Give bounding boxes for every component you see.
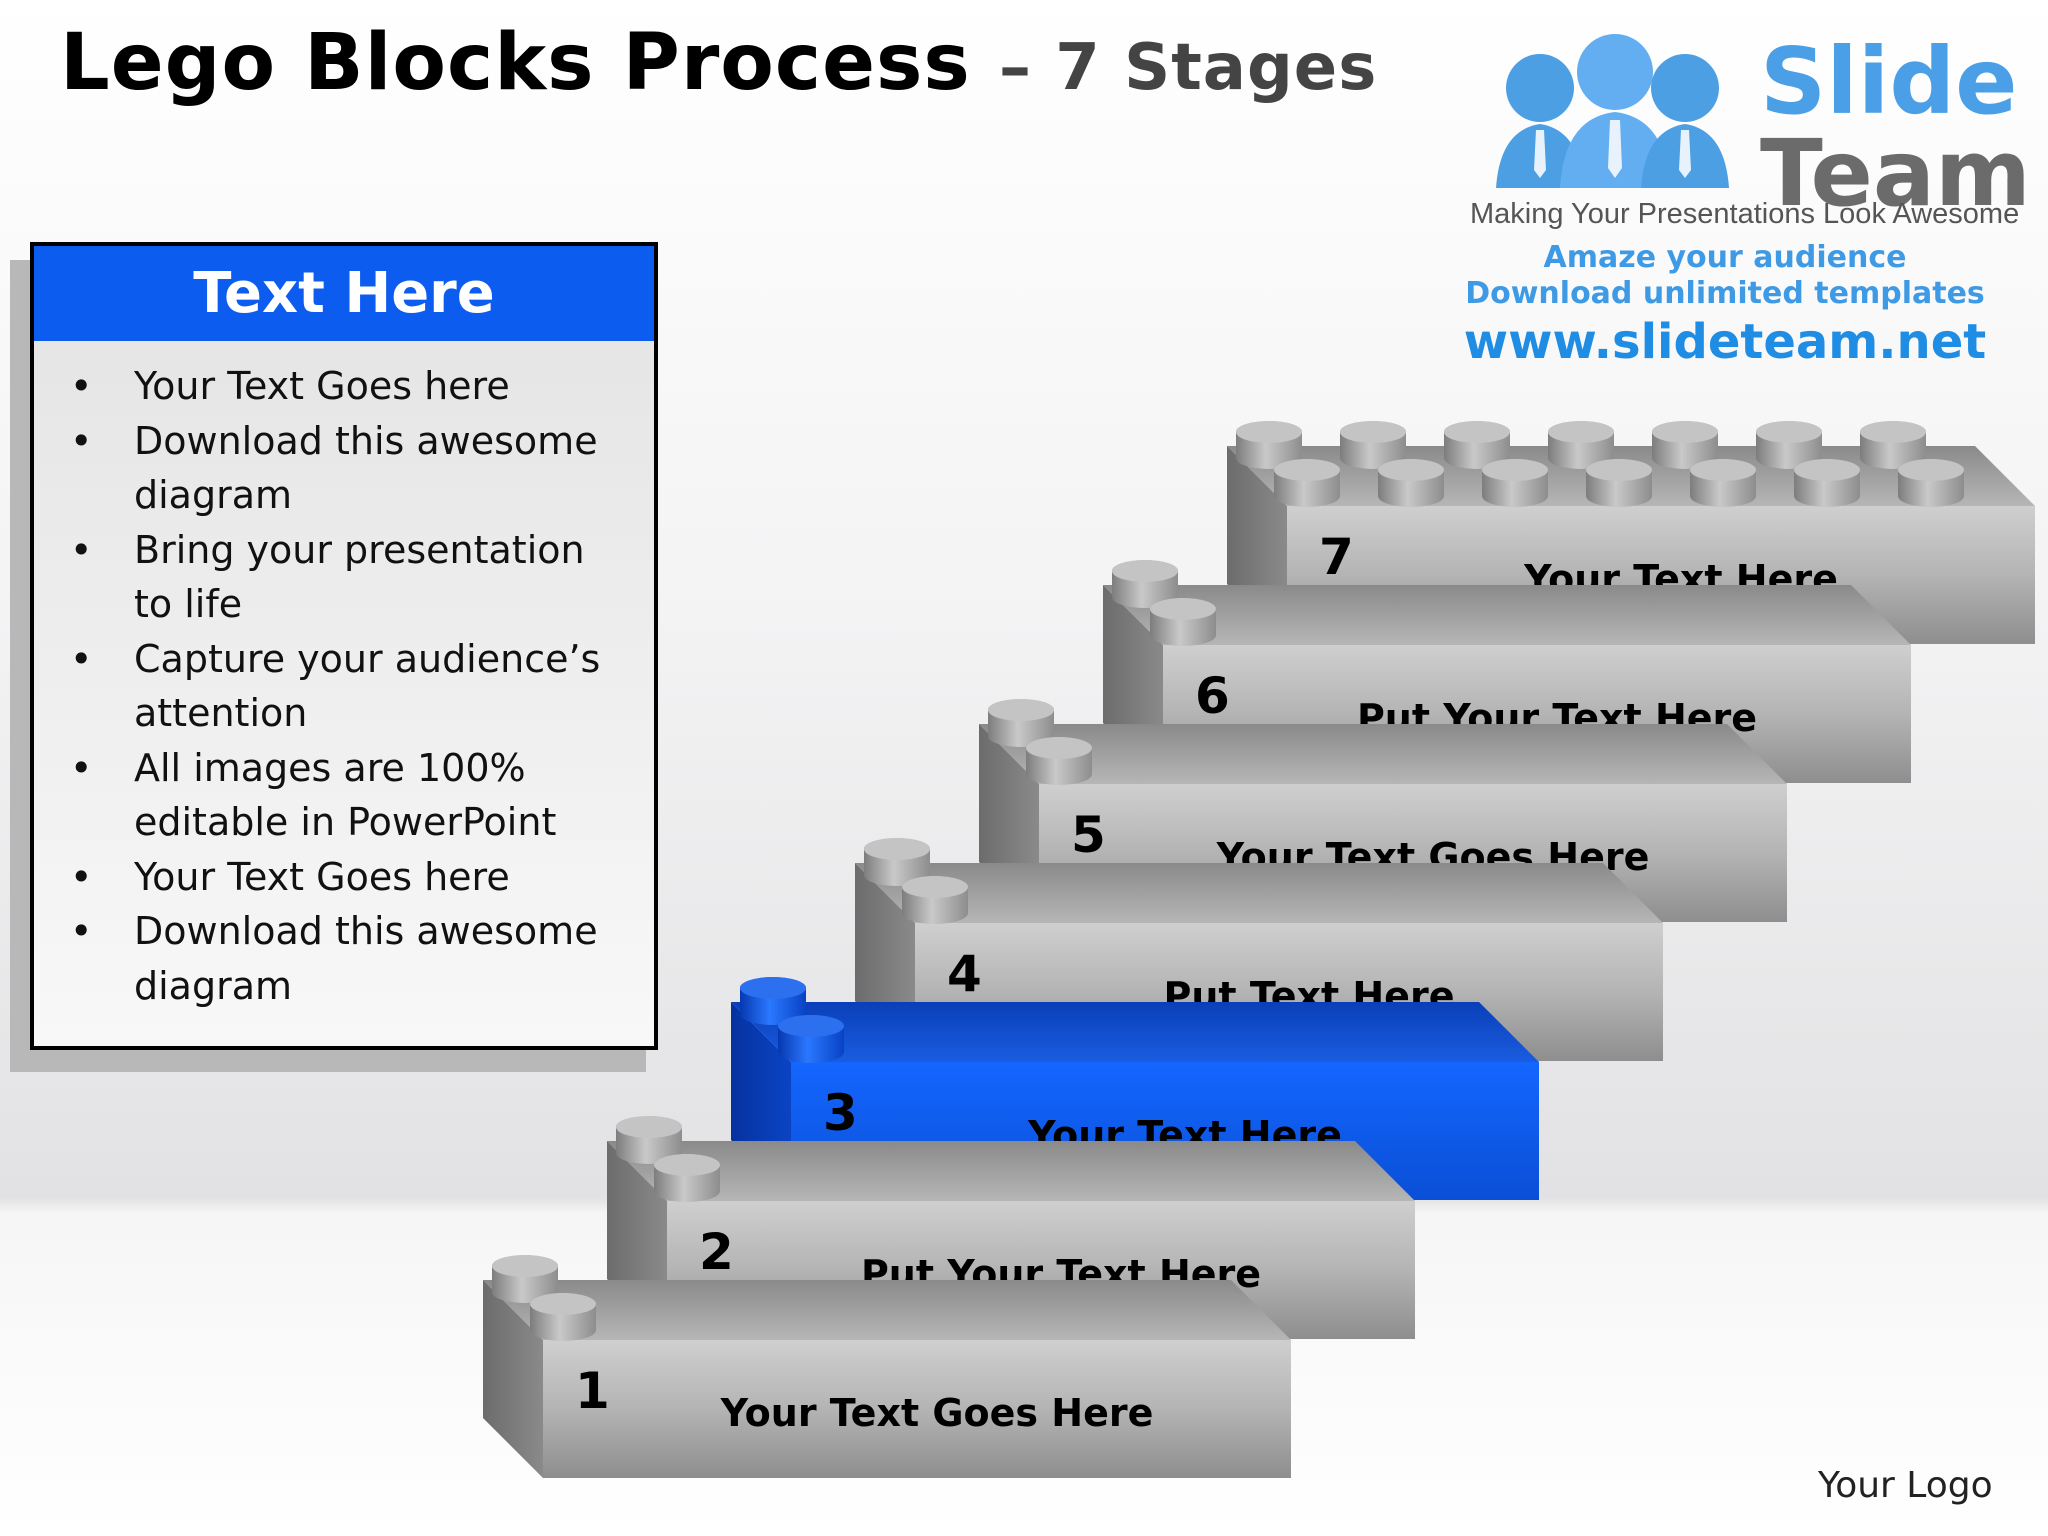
block-stud-top	[1586, 459, 1652, 481]
list-item-text: Bring your presentation to life	[134, 527, 585, 627]
page-title: Lego Blocks Process – 7 Stages	[60, 18, 1377, 108]
logo-word-slide: Slide	[1760, 28, 2018, 135]
block-stud-top	[654, 1154, 720, 1176]
block-stud-top	[1236, 421, 1302, 443]
people-icon	[1496, 34, 1729, 188]
list-item-text: Your Text Goes here	[134, 854, 510, 899]
block-stud-top	[988, 699, 1054, 721]
block-stud-top	[616, 1116, 682, 1138]
block-stud-top	[1482, 459, 1548, 481]
logo-line-download: Download unlimited templates	[1465, 276, 1985, 311]
logo-word-team: Team	[1760, 120, 2031, 227]
logo-tagline: Making Your Presentations Look Awesome	[1470, 198, 2020, 230]
block-stud-top	[1652, 421, 1718, 443]
block-side-face	[483, 1280, 543, 1478]
block-stud-top	[902, 876, 968, 898]
block-top-face	[607, 1141, 1415, 1201]
block-stud-top	[1112, 560, 1178, 582]
list-item-text: All images are 100% editable in PowerPoi…	[134, 745, 557, 845]
stage-number: 1	[575, 1362, 610, 1420]
title-main: Lego Blocks Process	[60, 18, 971, 108]
list-item: • Your Text Goes here	[34, 850, 654, 905]
block-stud-top	[1860, 421, 1926, 443]
block-top-face	[855, 863, 1663, 923]
text-panel: Text Here • Your Text Goes here • Download…	[30, 242, 658, 1050]
block-stud-top	[1378, 459, 1444, 481]
bullet-icon: •	[70, 364, 93, 408]
slideteam-logo: Slide Team Making Your Presentations Loo…	[1460, 20, 2031, 380]
bullet-icon: •	[70, 745, 93, 790]
block-stud-top	[1756, 421, 1822, 443]
list-item-text: Your Text Goes here	[134, 364, 510, 408]
block-stud-top	[1444, 421, 1510, 443]
block-stud-top	[1794, 459, 1860, 481]
bullet-icon: •	[70, 909, 93, 953]
list-item: • Capture your audience’s attention	[34, 632, 654, 741]
block-stud-top	[1340, 421, 1406, 443]
logo-line-amaze: Amaze your audience	[1543, 240, 1907, 275]
your-logo-placeholder: Your Logo	[1818, 1465, 1993, 1506]
block-stud-top	[1274, 459, 1340, 481]
stage-number: 3	[823, 1084, 858, 1142]
block-top-face	[731, 1002, 1539, 1062]
block-top-face	[979, 724, 1787, 784]
list-item: • Download this awesome diagram	[34, 904, 654, 1013]
list-item-text: Download this awesome diagram	[134, 909, 598, 1008]
list-item: • Your Text Goes here	[34, 359, 654, 414]
list-item: • All images are 100% editable in PowerPo…	[34, 741, 654, 850]
panel-bullet-list: • Your Text Goes here • Download this awes…	[34, 341, 654, 1013]
block-stud-top	[1026, 737, 1092, 759]
block-stud-top	[530, 1293, 596, 1315]
logo-url[interactable]: www.slideteam.net	[1463, 314, 1987, 370]
title-subtitle: – 7 Stages	[999, 31, 1378, 105]
block-stud-top	[740, 977, 806, 999]
stage-label: Your Text Goes Here	[720, 1391, 1154, 1435]
block-stud-top	[492, 1255, 558, 1277]
block-front-face	[543, 1340, 1291, 1478]
block-top-face	[483, 1280, 1291, 1340]
stage-number: 7	[1319, 528, 1354, 586]
bullet-icon: •	[70, 636, 93, 681]
block-stud-top	[1150, 598, 1216, 620]
list-item-text: Capture your audience’s attention	[134, 636, 601, 736]
block-stud-top	[1690, 459, 1756, 481]
list-item: • Download this awesome diagram	[34, 414, 654, 523]
list-item-text: Download this awesome diagram	[134, 418, 598, 518]
panel-heading: Text Here	[34, 246, 654, 341]
bullet-icon: •	[70, 854, 93, 899]
block-stud-top	[778, 1015, 844, 1037]
bullet-icon: •	[70, 527, 93, 572]
block-stud-top	[1898, 459, 1964, 481]
list-item: • Bring your presentation to life	[34, 523, 654, 632]
stage-number: 6	[1195, 667, 1230, 725]
block-stud-top	[1548, 421, 1614, 443]
block-stud-top	[864, 838, 930, 860]
bullet-icon: •	[70, 418, 93, 463]
stage-number: 2	[699, 1223, 734, 1281]
block-top-face	[1103, 585, 1911, 645]
stage-number: 5	[1071, 806, 1106, 864]
stage-number: 4	[947, 945, 982, 1003]
